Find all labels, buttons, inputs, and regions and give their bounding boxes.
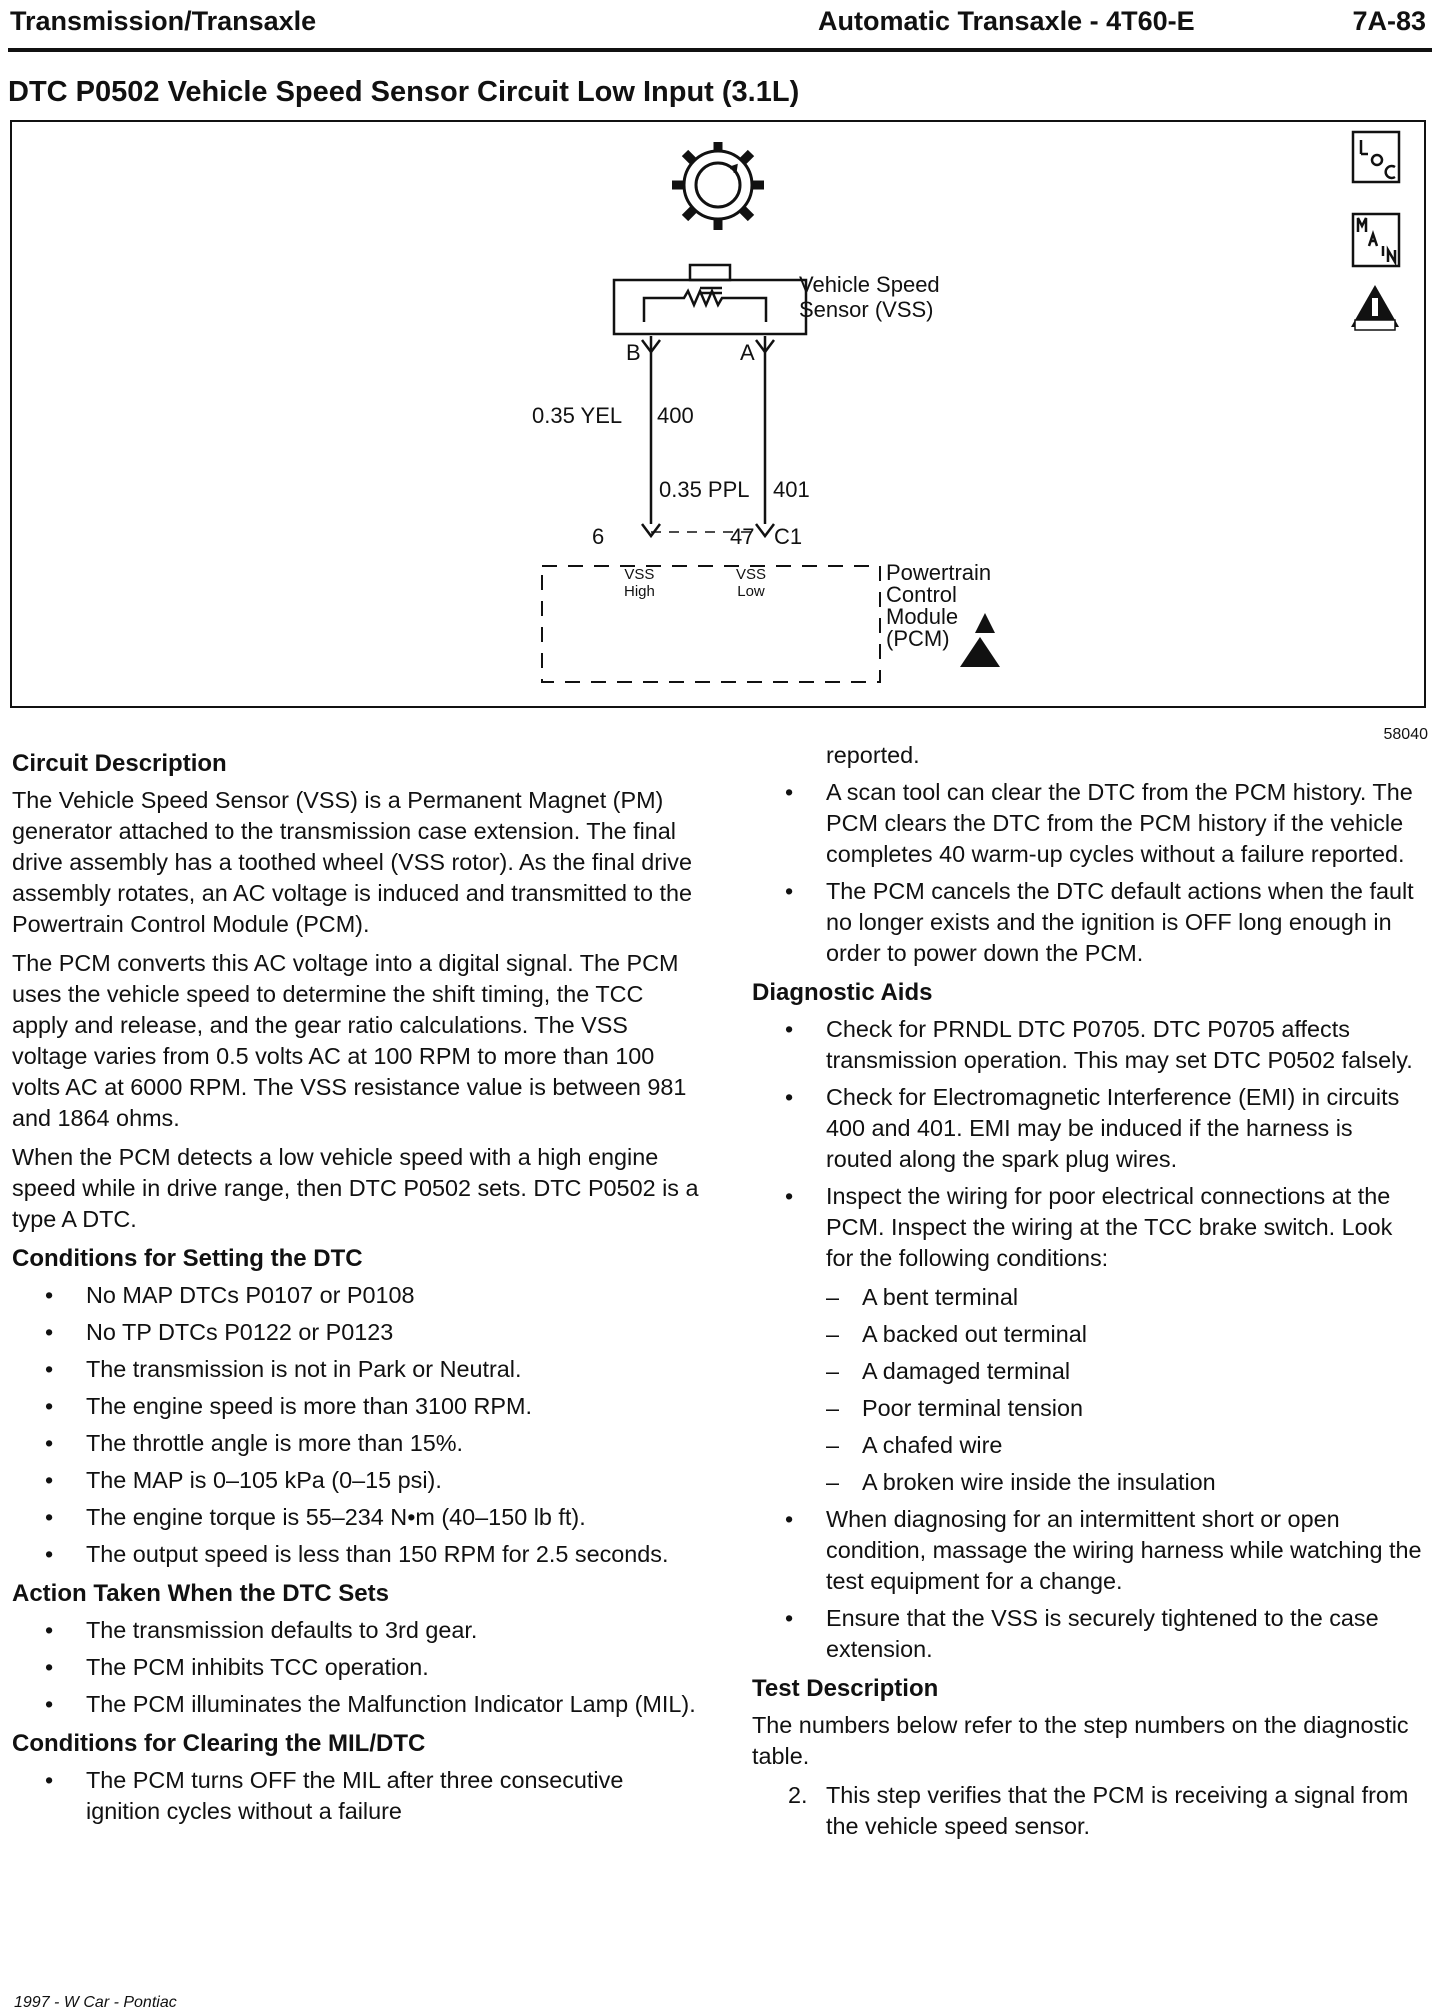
list-item: The transmission is not in Park or Neutr… (12, 1354, 702, 1385)
test-description-heading: Test Description (752, 1675, 939, 1702)
list-item: The throttle angle is more than 15%. (12, 1428, 702, 1459)
header-rule (8, 48, 1432, 52)
list-item: No MAP DTCs P0107 or P0108 (12, 1280, 702, 1311)
conditions-clearing-heading: Conditions for Clearing the MIL/DTC (12, 1730, 426, 1757)
list-item: When diagnosing for an intermittent shor… (752, 1504, 1422, 1597)
pcm-label: Powertrain Control Module (PCM) (886, 560, 992, 651)
sub-list-item: A bent terminal (752, 1282, 1422, 1313)
step-text: This step verifies that the PCM is recei… (826, 1782, 1409, 1839)
list-item: The output speed is less than 150 RPM fo… (12, 1539, 702, 1570)
vss-low-label: VSS Low (736, 566, 767, 600)
vss-rotor-icon (672, 142, 764, 230)
paragraph: When the PCM detects a low vehicle speed… (12, 1144, 699, 1232)
list-item: The PCM turns OFF the MIL after three co… (12, 1765, 702, 1827)
paragraph: The PCM converts this AC voltage into a … (12, 950, 687, 1131)
main-icon (1351, 212, 1401, 268)
vss-sensor-icon (612, 263, 808, 336)
vss-high-label: VSS High (624, 566, 655, 600)
wire-401-circuit: 401 (773, 477, 810, 502)
sub-list-item: Poor terminal tension (752, 1393, 1422, 1424)
test-description-intro: The numbers below refer to the step numb… (752, 1712, 1409, 1769)
connector-c1: C1 (774, 524, 803, 549)
test-steps: 2. This step verifies that the PCM is re… (752, 1780, 1422, 1842)
list-item: No TP DTCs P0122 or P0123 (12, 1317, 702, 1348)
page-title: DTC P0502 Vehicle Speed Sensor Circuit L… (8, 76, 800, 108)
list-item: The MAP is 0–105 kPa (0–15 psi). (12, 1465, 702, 1496)
sub-list-item: A broken wire inside the insulation (752, 1467, 1422, 1498)
wire-400-circuit: 400 (657, 403, 694, 428)
page-number: 7A-83 (1352, 6, 1426, 36)
list-item: A scan tool can clear the DTC from the P… (752, 777, 1422, 870)
esd-icon (960, 637, 1000, 667)
pin-low: 47 (730, 524, 755, 549)
action-taken-list: The transmission defaults to 3rd gear. T… (12, 1615, 702, 1720)
obd-ii-icon (1351, 285, 1399, 331)
terminal-a-label: A (740, 340, 755, 365)
list-item: The PCM illuminates the Malfunction Indi… (12, 1689, 702, 1720)
paragraph: The Vehicle Speed Sensor (VSS) is a Perm… (12, 787, 693, 937)
conditions-setting-list: No MAP DTCs P0107 or P0108 No TP DTCs P0… (12, 1280, 702, 1570)
list-item: The engine speed is more than 3100 RPM. (12, 1391, 702, 1422)
chapter-header: Automatic Transaxle - 4T60-E (818, 6, 1195, 36)
list-item: Ensure that the VSS is securely tightene… (752, 1603, 1422, 1665)
list-item: Check for Electromagnetic Interference (… (752, 1082, 1422, 1175)
right-column: reported. A scan tool can clear the DTC … (752, 740, 1422, 1842)
conditions-setting-heading: Conditions for Setting the DTC (12, 1245, 363, 1272)
conditions-sub-list: A bent terminal A backed out terminal A … (752, 1282, 1422, 1498)
sub-list-item: A damaged terminal (752, 1356, 1422, 1387)
diagnostic-aids-list: Check for PRNDL DTC P0705. DTC P0705 aff… (752, 1014, 1422, 1274)
list-item: The PCM inhibits TCC operation. (12, 1652, 702, 1683)
conditions-clearing-list-cont: A scan tool can clear the DTC from the P… (752, 777, 1422, 969)
diagnostic-aids-list-2: When diagnosing for an intermittent shor… (752, 1504, 1422, 1665)
warning-icon (975, 613, 995, 633)
test-step: 2. This step verifies that the PCM is re… (752, 1780, 1422, 1842)
terminal-b-label: B (626, 340, 641, 365)
footer: 1997 - W Car - Pontiac (14, 1994, 177, 2011)
wire-400-color: 0.35 YEL (532, 403, 623, 428)
list-item: The PCM cancels the DTC default actions … (752, 876, 1422, 969)
list-item: The transmission defaults to 3rd gear. (12, 1615, 702, 1646)
wiring-diagram-svg (541, 130, 1401, 683)
section-header: Transmission/Transaxle (10, 6, 317, 36)
sub-list-item: A chafed wire (752, 1430, 1422, 1461)
pin-high: 6 (592, 524, 605, 549)
wire-401-color: 0.35 PPL (659, 477, 750, 502)
figure-number: 58040 (1383, 726, 1429, 743)
continuation-text: reported. (826, 742, 920, 768)
pcm-box (541, 565, 881, 683)
list-item: The engine torque is 55–234 N•m (40–150 … (12, 1502, 702, 1533)
wiring-diagram: Vehicle Speed Sensor (VSS) B A 0.35 YEL … (10, 120, 1426, 708)
step-number: 2. (788, 1782, 808, 1808)
conditions-clearing-list: The PCM turns OFF the MIL after three co… (12, 1765, 702, 1827)
sub-list-item: A backed out terminal (752, 1319, 1422, 1350)
list-item: Inspect the wiring for poor electrical c… (752, 1181, 1422, 1274)
vss-label: Vehicle Speed Sensor (VSS) (799, 272, 940, 322)
diagnostic-aids-heading: Diagnostic Aids (752, 979, 933, 1006)
list-item: Check for PRNDL DTC P0705. DTC P0705 aff… (752, 1014, 1422, 1076)
wires (641, 336, 775, 539)
action-taken-heading: Action Taken When the DTC Sets (12, 1580, 389, 1607)
left-column: Circuit Description The Vehicle Speed Se… (12, 740, 702, 1835)
circuit-description-heading: Circuit Description (12, 750, 227, 777)
loc-icon (1351, 130, 1401, 184)
